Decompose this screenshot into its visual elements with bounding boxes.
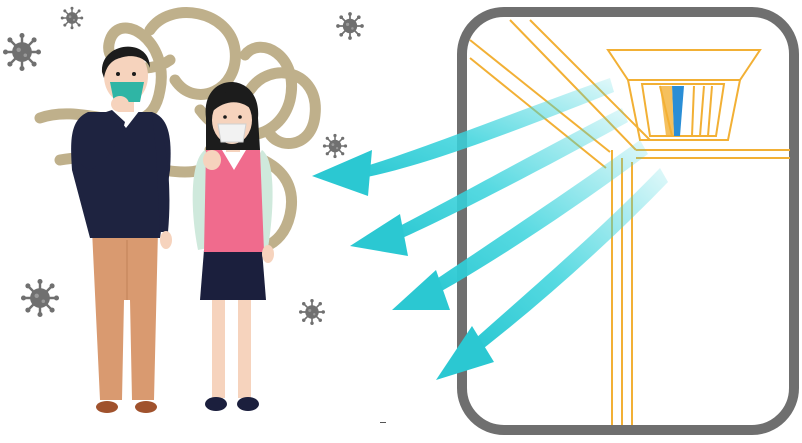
- air-flow-arrow: [350, 108, 628, 256]
- virus-icon: [335, 11, 365, 41]
- virus-icon: [322, 133, 348, 159]
- virus-icon: [60, 6, 84, 30]
- air-flow-arrow: [392, 140, 648, 310]
- girl-figure: [192, 82, 274, 411]
- virus-icon: [298, 298, 326, 326]
- air-flow-arrow: [436, 168, 668, 380]
- virus-icon: [1, 31, 43, 73]
- man-figure: [71, 46, 172, 413]
- air-flow-arrows: [312, 78, 668, 380]
- air-flow-arrow: [312, 78, 614, 196]
- stray-mark: [380, 422, 386, 423]
- virus-icon: [19, 277, 61, 319]
